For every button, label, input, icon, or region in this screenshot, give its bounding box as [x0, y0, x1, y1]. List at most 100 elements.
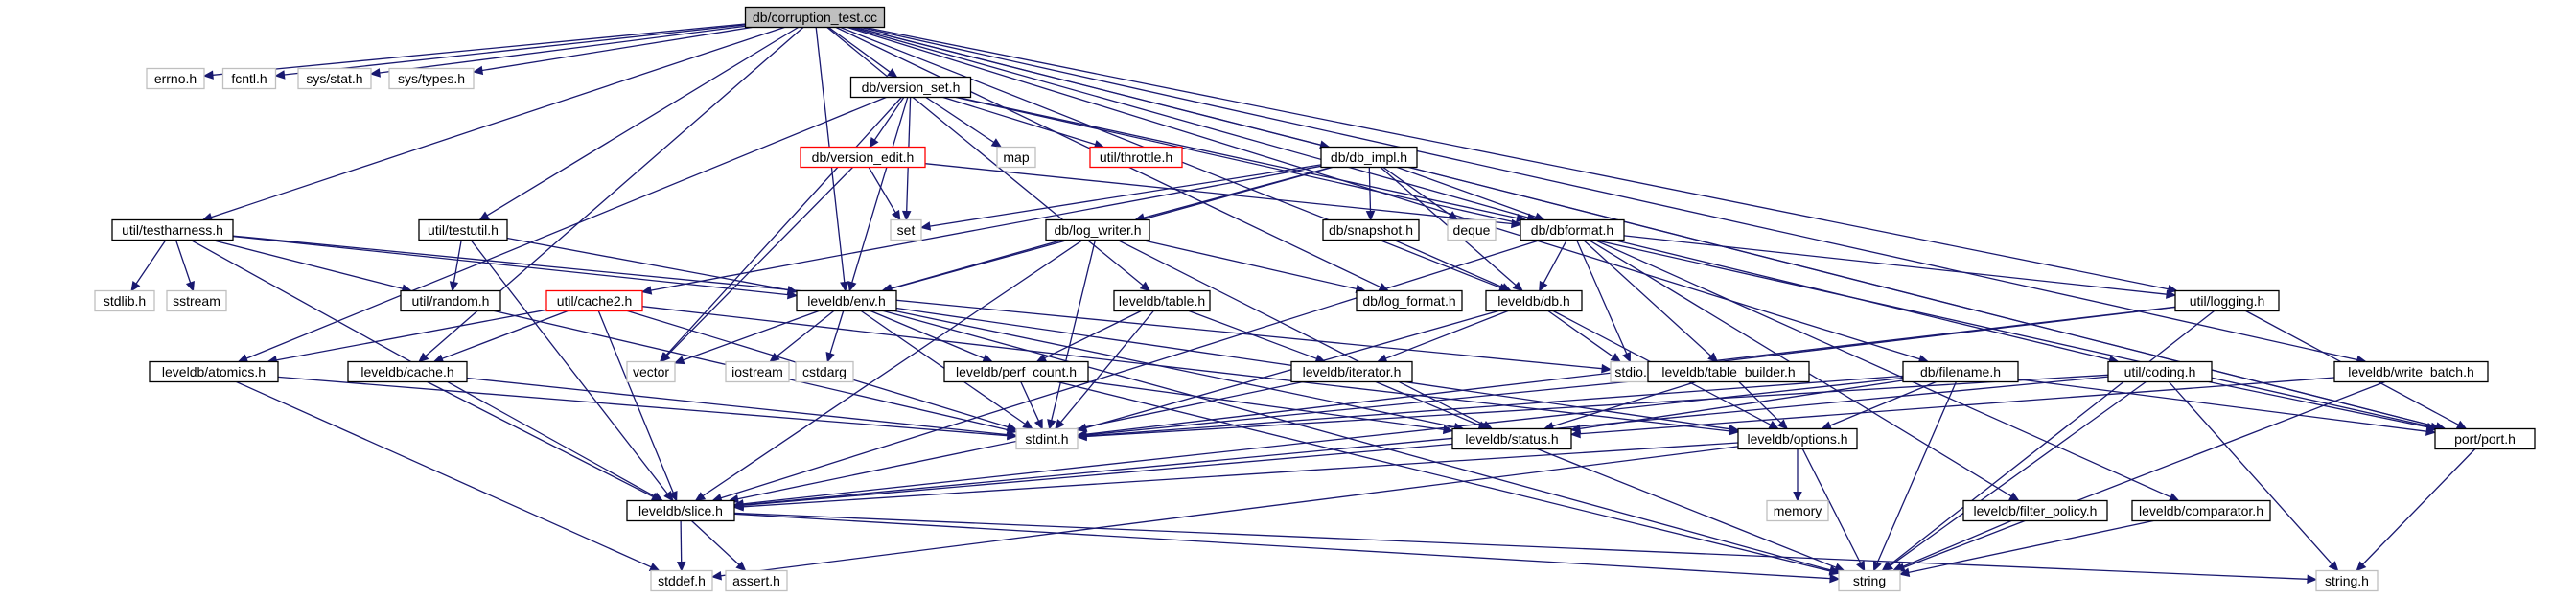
node-box [111, 218, 234, 241]
node-env[interactable]: leveldb/env.h [796, 289, 897, 312]
edge-line [865, 26, 2170, 290]
node-label: stddef.h [658, 573, 706, 588]
edge-line [232, 235, 789, 296]
node-snapshot[interactable]: db/snapshot.h [1322, 218, 1420, 241]
node-box [94, 289, 155, 312]
node-label: util/coding.h [2124, 364, 2196, 379]
node-box [2315, 569, 2379, 592]
node-label: db/db_impl.h [1331, 149, 1407, 165]
node-random[interactable]: util/random.h [400, 289, 501, 312]
edge-line [1056, 380, 1831, 572]
edge-line [1375, 380, 1480, 426]
node-label: leveldb/write_batch.h [2348, 364, 2474, 379]
node-slice[interactable]: leveldb/slice.h [626, 499, 735, 522]
edge-dbformat-to-logging [1623, 235, 2177, 299]
edge-line [1594, 239, 2171, 498]
edge-line [929, 164, 1322, 227]
edge-db-to-stdio [1547, 310, 1622, 363]
edge-db_impl-to-set [919, 164, 1322, 231]
edge-arrowhead [2167, 284, 2178, 294]
node-box [1015, 427, 1079, 450]
node-status[interactable]: leveldb/status.h [1451, 427, 1572, 450]
node-dbformat[interactable]: db/dbformat.h [1520, 218, 1625, 241]
node-table_builder[interactable]: leveldb/table_builder.h [1647, 360, 1810, 383]
node-testharness[interactable]: util/testharness.h [111, 218, 234, 241]
node-box [849, 76, 972, 99]
edge-line [1889, 310, 2216, 566]
edge-arrowhead [901, 210, 912, 221]
edge-line [873, 97, 905, 141]
edge-log_writer-to-log_format [1141, 239, 1367, 294]
node-vector: vector [626, 360, 676, 383]
node-label: leveldb/slice.h [638, 503, 723, 518]
edge-line [245, 96, 887, 359]
edge-line [1393, 239, 1503, 288]
node-perf_count[interactable]: leveldb/perf_count.h [943, 360, 1089, 383]
edge-root-to-version_set [828, 26, 898, 79]
node-cache2[interactable]: util/cache2.h [545, 289, 643, 312]
edge-line [1117, 239, 1485, 425]
node-box [1447, 218, 1497, 241]
edge-line [135, 240, 167, 285]
edge-db_impl-to-cache2 [640, 165, 1322, 295]
node-filter_policy[interactable]: leveldb/filter_policy.h [1962, 499, 2108, 522]
edge-line [1576, 240, 1628, 355]
edge-arrowhead [919, 221, 932, 231]
node-port[interactable]: port/port.h [2434, 427, 2536, 450]
node-box [146, 67, 205, 90]
edge-options-to-slice [732, 442, 1739, 512]
node-label: leveldb/atomics.h [162, 364, 266, 379]
node-root[interactable]: db/corruption_test.cc [744, 6, 886, 29]
node-version_edit[interactable]: db/version_edit.h [800, 146, 926, 169]
node-version_set[interactable]: db/version_set.h [849, 76, 972, 99]
edge-line [883, 310, 1831, 571]
edge-line [851, 97, 909, 284]
edge-line [733, 513, 1831, 580]
edge-arrowhead [2168, 493, 2180, 501]
edge-line [1623, 235, 2168, 295]
node-box [1647, 360, 1810, 383]
edge-line [742, 377, 1904, 505]
edge-env-to-cstdarg [825, 310, 845, 363]
node-box [1520, 218, 1625, 241]
node-sstream: sstream [166, 289, 227, 312]
node-testutil[interactable]: util/testutil.h [418, 218, 508, 241]
node-table[interactable]: leveldb/table.h [1113, 289, 1211, 312]
edge-dbformat-to-stdio [1576, 240, 1631, 363]
node-deque: deque [1447, 218, 1497, 241]
edge-arrowhead [1569, 428, 1581, 439]
node-write_batch[interactable]: leveldb/write_batch.h [2333, 360, 2489, 383]
edge-line [481, 26, 753, 72]
edge-line [2168, 381, 2333, 565]
edge-line [277, 376, 1009, 437]
node-options[interactable]: leveldb/options.h [1737, 427, 1858, 450]
node-throttle[interactable]: util/throttle.h [1089, 146, 1183, 169]
node-box [2131, 499, 2271, 522]
edge-line [650, 165, 1322, 291]
node-box [1290, 360, 1413, 383]
node-log_writer[interactable]: db/log_writer.h [1045, 218, 1150, 241]
edge-line [506, 237, 789, 291]
node-iterator[interactable]: leveldb/iterator.h [1290, 360, 1413, 383]
node-cache[interactable]: leveldb/cache.h [347, 360, 468, 383]
node-db[interactable]: leveldb/db.h [1485, 289, 1583, 312]
edge-arrowhead [891, 209, 901, 221]
edge-arrowhead [648, 563, 661, 571]
node-label: string [1853, 573, 1886, 588]
edge-arrowhead [1821, 421, 1833, 430]
node-logging[interactable]: util/logging.h [2174, 289, 2280, 312]
node-filename[interactable]: db/filename.h [1902, 360, 2019, 383]
edge-version_edit-to-vector [660, 167, 854, 363]
node-log_format[interactable]: db/log_format.h [1356, 289, 1463, 312]
node-label: leveldb/cache.h [360, 364, 453, 379]
node-coding[interactable]: util/coding.h [2107, 360, 2213, 383]
node-label: set [897, 222, 916, 238]
edge-arrowhead [1856, 560, 1866, 572]
node-atomics[interactable]: leveldb/atomics.h [149, 360, 279, 383]
node-comparator[interactable]: leveldb/comparator.h [2131, 499, 2271, 522]
edge-arrowhead [185, 280, 195, 292]
edge-table-to-stdint [1055, 310, 1154, 430]
node-db_impl[interactable]: db/db_impl.h [1320, 146, 1418, 169]
edge-arrowhead [676, 561, 686, 572]
edge-db_impl-to-snapshot [1365, 167, 1376, 221]
